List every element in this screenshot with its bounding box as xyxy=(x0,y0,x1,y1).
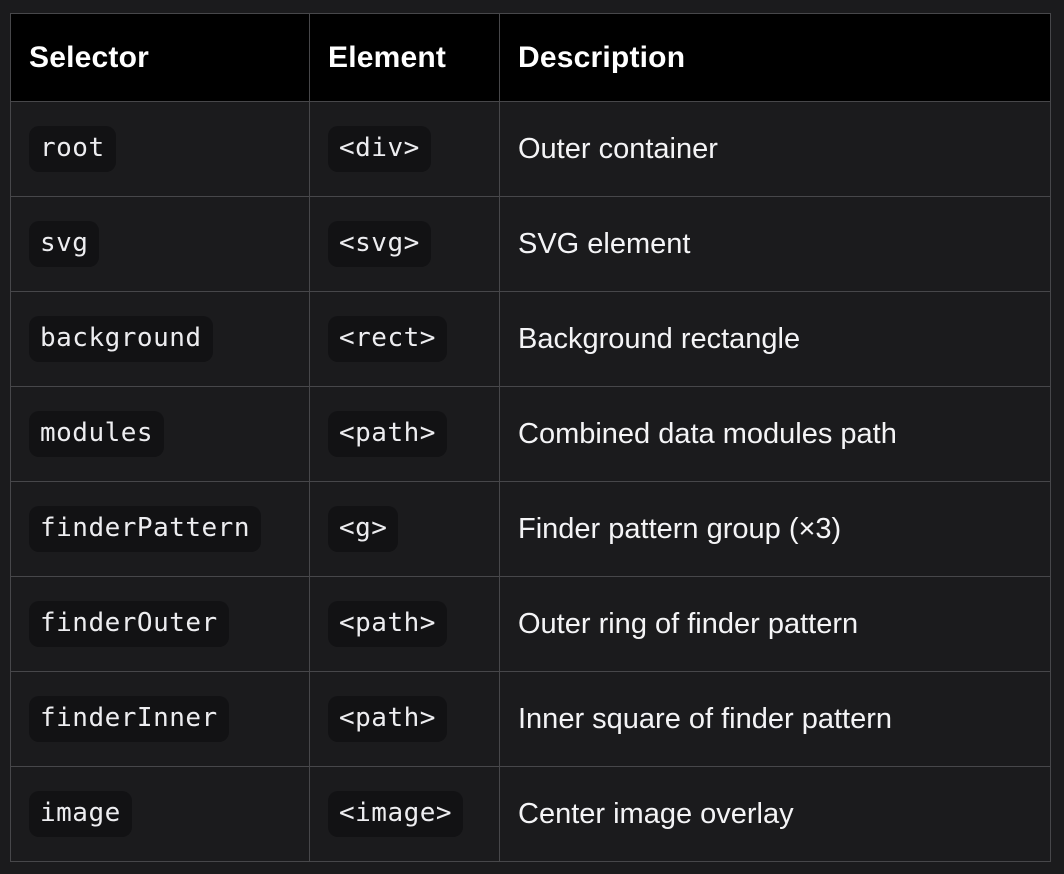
description-cell: Finder pattern group (×3) xyxy=(499,481,1051,577)
description-cell: SVG element xyxy=(499,196,1051,292)
selector-code-chip: finderInner xyxy=(29,696,229,742)
table-row: background <rect> Background rectangle xyxy=(10,291,1051,387)
selector-cell: background xyxy=(10,291,310,387)
description-text: Outer container xyxy=(518,132,718,165)
element-code-chip: <svg> xyxy=(328,221,431,267)
description-text: Combined data modules path xyxy=(518,417,897,450)
selector-code-chip: background xyxy=(29,316,213,362)
table-row: modules <path> Combined data modules path xyxy=(10,386,1051,482)
description-text: Center image overlay xyxy=(518,797,794,830)
description-cell: Outer ring of finder pattern xyxy=(499,576,1051,672)
element-code-chip: <path> xyxy=(328,411,447,457)
description-cell: Inner square of finder pattern xyxy=(499,671,1051,767)
selectors-table: Selector Element Description root <div> Ou… xyxy=(10,13,1051,862)
element-cell: <g> xyxy=(309,481,500,577)
selector-cell: finderInner xyxy=(10,671,310,767)
element-cell: <image> xyxy=(309,766,500,862)
column-header-element: Element xyxy=(309,13,500,102)
description-cell: Combined data modules path xyxy=(499,386,1051,482)
element-code-chip: <path> xyxy=(328,601,447,647)
element-cell: <rect> xyxy=(309,291,500,387)
element-cell: <path> xyxy=(309,671,500,767)
table-row: image <image> Center image overlay xyxy=(10,766,1051,862)
element-code-chip: <rect> xyxy=(328,316,447,362)
selector-code-chip: modules xyxy=(29,411,165,457)
selector-cell: svg xyxy=(10,196,310,292)
element-code-chip: <div> xyxy=(328,126,431,172)
column-header-selector: Selector xyxy=(10,13,310,102)
element-code-chip: <g> xyxy=(328,506,399,552)
element-cell: <svg> xyxy=(309,196,500,292)
selector-cell: finderPattern xyxy=(10,481,310,577)
table-row: finderInner <path> Inner square of finder … xyxy=(10,671,1051,767)
description-text: SVG element xyxy=(518,227,691,260)
element-cell: <div> xyxy=(309,101,500,197)
table-row: svg <svg> SVG element xyxy=(10,196,1051,292)
selector-cell: modules xyxy=(10,386,310,482)
description-text: Outer ring of finder pattern xyxy=(518,607,859,640)
element-code-chip: <path> xyxy=(328,696,447,742)
selector-code-chip: image xyxy=(29,791,132,837)
element-code-chip: <image> xyxy=(328,791,464,837)
selector-cell: finderOuter xyxy=(10,576,310,672)
selector-code-chip: finderPattern xyxy=(29,506,261,552)
description-cell: Background rectangle xyxy=(499,291,1051,387)
selector-cell: root xyxy=(10,101,310,197)
table-row: finderOuter <path> Outer ring of finder pa… xyxy=(10,576,1051,672)
header-row: Selector Element Description xyxy=(10,13,1051,102)
element-cell: <path> xyxy=(309,386,500,482)
element-cell: <path> xyxy=(309,576,500,672)
description-text: Background rectangle xyxy=(518,322,801,355)
selector-cell: image xyxy=(10,766,310,862)
description-cell: Center image overlay xyxy=(499,766,1051,862)
description-cell: Outer container xyxy=(499,101,1051,197)
description-text: Finder pattern group (×3) xyxy=(518,512,842,545)
selector-code-chip: finderOuter xyxy=(29,601,229,647)
table-row: finderPattern <g> Finder pattern group (×3… xyxy=(10,481,1051,577)
table-row: root <div> Outer container xyxy=(10,101,1051,197)
column-header-description: Description xyxy=(499,13,1051,102)
description-text: Inner square of finder pattern xyxy=(518,702,893,735)
selector-code-chip: root xyxy=(29,126,116,172)
selectors-table-container: Selector Element Description root <div> Ou… xyxy=(10,13,1051,862)
selector-code-chip: svg xyxy=(29,221,100,267)
table-body: root <div> Outer container svg <svg> SVG elem… xyxy=(10,101,1051,862)
table-header: Selector Element Description xyxy=(10,13,1051,102)
